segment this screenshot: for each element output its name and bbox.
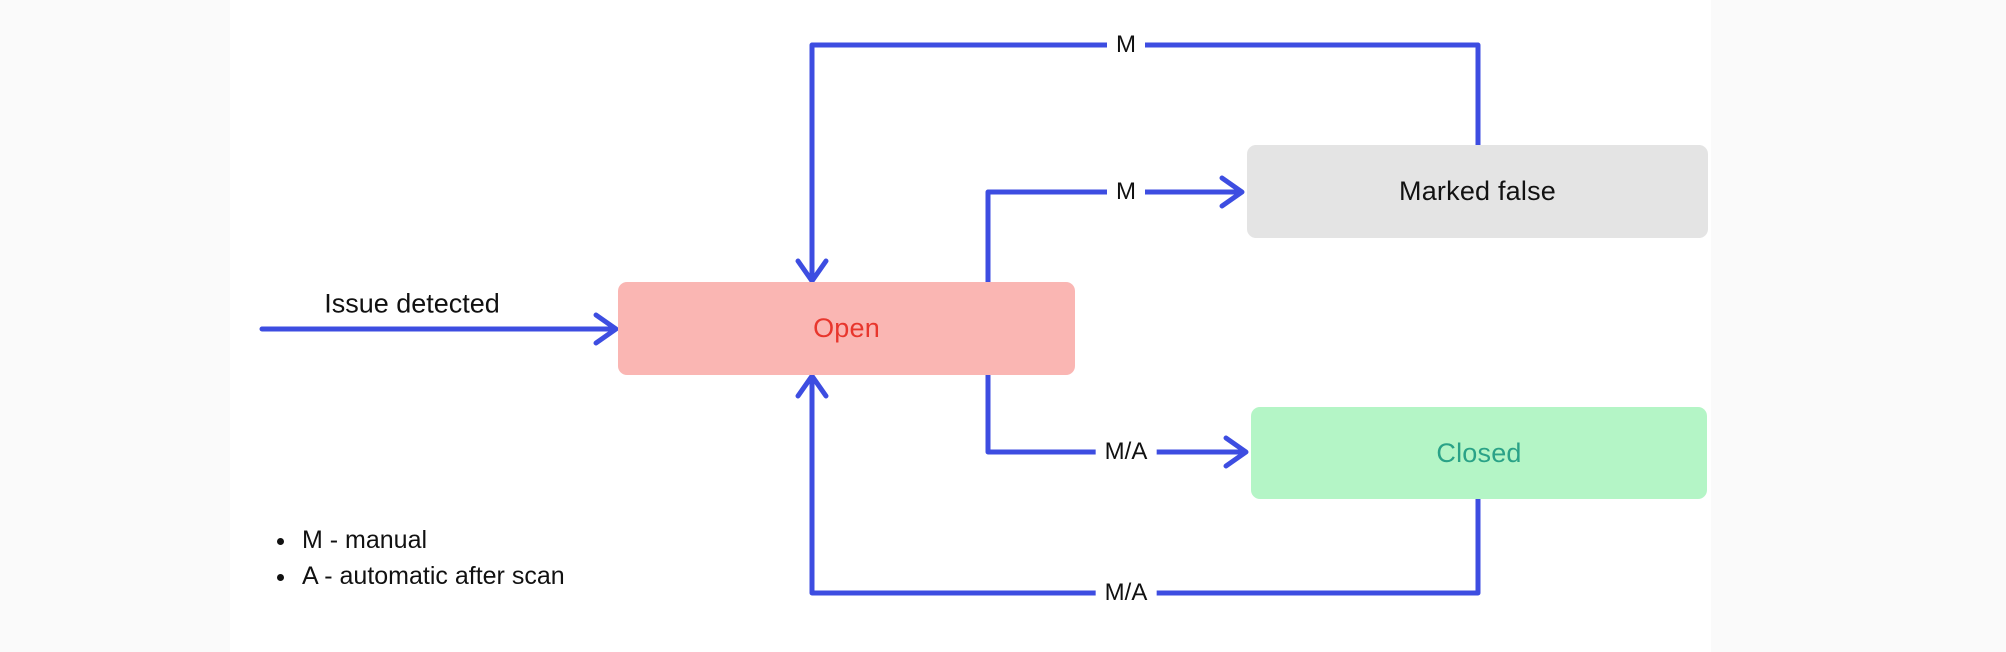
edge-open-to-marked-false-arrowhead-icon [1219, 175, 1245, 209]
diagram-canvas: Open Marked false Closed Issue detected … [230, 0, 1711, 652]
node-open-label: Open [813, 313, 880, 343]
edge-open-to-closed-arrowhead-icon [1223, 435, 1249, 469]
node-marked-false: Marked false [1247, 145, 1708, 238]
node-open: Open [618, 282, 1075, 375]
edge-label-open-to-marked-false: M [1107, 177, 1145, 207]
edge-label-open-to-closed: M/A [1095, 437, 1157, 467]
edge-issue-detected-arrowhead-icon [593, 312, 619, 346]
node-closed: Closed [1251, 407, 1707, 499]
legend-item-automatic: A - automatic after scan [298, 558, 565, 594]
edge-label-closed-to-open: M/A [1095, 578, 1157, 608]
edge-label-marked-false-to-open: M [1107, 30, 1145, 60]
edge-closed-to-open-arrowhead-icon [795, 373, 829, 399]
edge-label-issue-detected: Issue detected [324, 288, 500, 319]
legend: M - manual A - automatic after scan [266, 522, 565, 594]
edge-marked-false-to-open-line [809, 42, 1481, 279]
legend-item-manual: M - manual [298, 522, 565, 558]
edge-open-to-marked-false-line [985, 189, 1239, 285]
edge-marked-false-to-open-arrowhead-icon [795, 258, 829, 284]
node-marked-false-label: Marked false [1399, 176, 1556, 206]
node-closed-label: Closed [1436, 437, 1522, 468]
